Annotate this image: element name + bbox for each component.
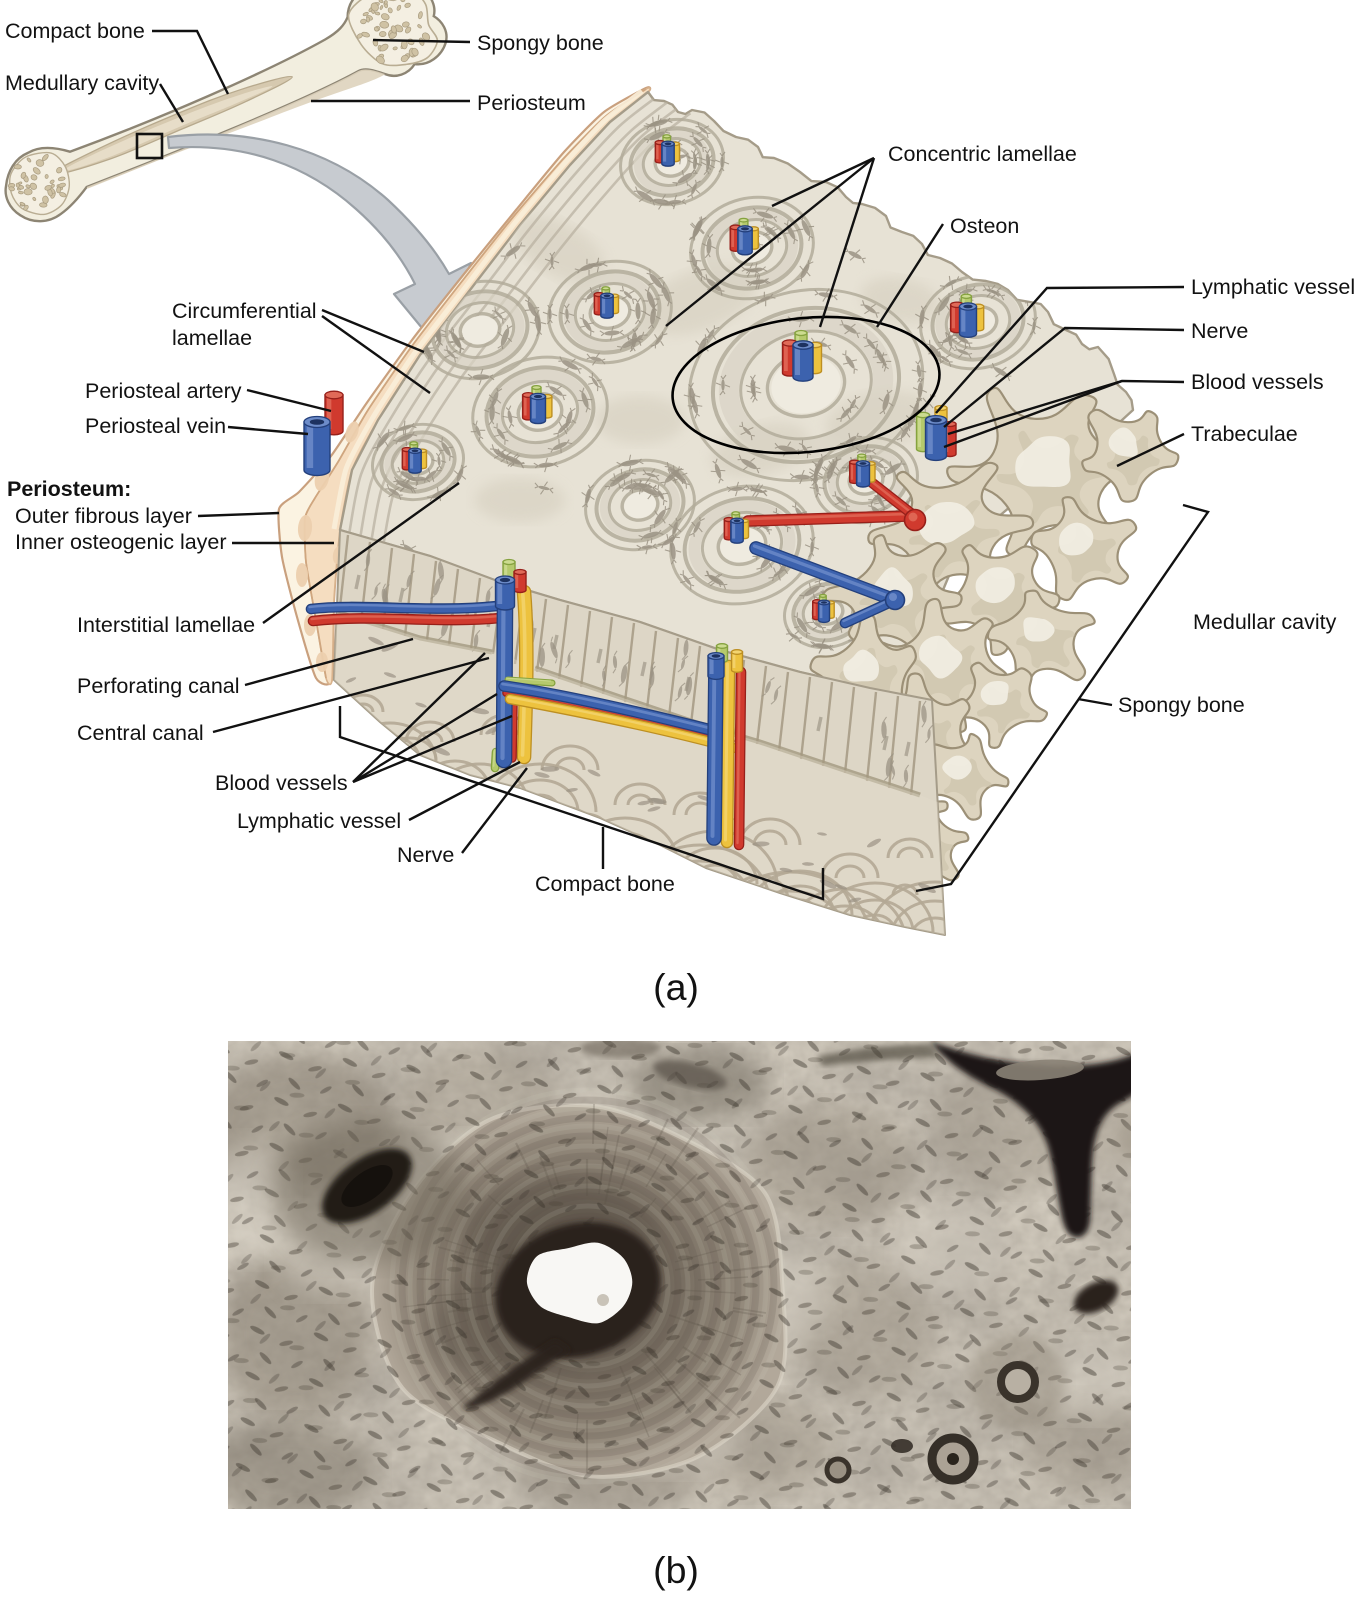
svg-text:Spongy bone: Spongy bone	[477, 31, 604, 55]
svg-text:Inner osteogenic layer: Inner osteogenic layer	[15, 530, 227, 554]
svg-text:Lymphatic vessel: Lymphatic vessel	[1191, 275, 1355, 299]
svg-text:(b): (b)	[653, 1549, 699, 1591]
svg-text:Osteon: Osteon	[950, 214, 1019, 238]
svg-text:Blood vessels: Blood vessels	[1191, 370, 1324, 394]
svg-text:Compact bone: Compact bone	[535, 872, 675, 896]
svg-text:(a): (a)	[653, 966, 699, 1008]
svg-text:Trabeculae: Trabeculae	[1191, 422, 1298, 446]
svg-text:Circumferential: Circumferential	[172, 299, 317, 323]
svg-text:Central canal: Central canal	[77, 721, 204, 745]
svg-text:Periosteal vein: Periosteal vein	[85, 414, 226, 438]
svg-text:Medullar cavity: Medullar cavity	[1193, 610, 1337, 634]
svg-text:Periosteum: Periosteum	[477, 91, 586, 115]
svg-text:Periosteum:: Periosteum:	[7, 477, 131, 501]
svg-text:Outer fibrous layer: Outer fibrous layer	[15, 504, 192, 528]
svg-text:Spongy bone: Spongy bone	[1118, 693, 1245, 717]
svg-text:Interstitial lamellae: Interstitial lamellae	[77, 613, 255, 637]
svg-text:Concentric lamellae: Concentric lamellae	[888, 142, 1077, 166]
svg-text:Blood vessels: Blood vessels	[215, 771, 348, 795]
svg-text:Periosteal artery: Periosteal artery	[85, 379, 242, 403]
svg-text:Medullary cavity: Medullary cavity	[5, 71, 159, 95]
svg-text:Nerve: Nerve	[397, 843, 454, 867]
svg-text:Nerve: Nerve	[1191, 319, 1248, 343]
svg-text:lamellae: lamellae	[172, 326, 252, 350]
svg-text:Compact bone: Compact bone	[5, 19, 145, 43]
svg-text:Perforating canal: Perforating canal	[77, 674, 240, 698]
svg-text:Lymphatic vessel: Lymphatic vessel	[237, 809, 401, 833]
